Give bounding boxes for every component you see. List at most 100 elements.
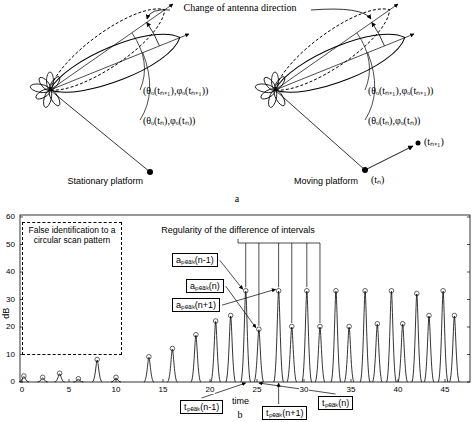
tick-label: 15 [158,385,169,394]
peak-marker [334,288,339,293]
peak [73,379,83,382]
leader-lines [202,239,336,404]
peak [167,349,177,382]
peak [398,324,408,382]
peak [55,374,65,382]
peak [302,291,312,382]
box-text: tₚₑₐₖ(n+1) [266,408,303,418]
leader-line [202,383,246,398]
tick [304,379,305,382]
box-text: tₚₑₐₖ(n) [322,398,349,408]
tick [467,299,470,300]
peak-marker [289,324,294,329]
tick-label: 0 [19,385,25,394]
peak [254,330,264,382]
peak-marker [114,375,119,380]
bracket-line [246,243,320,244]
peak-plot [19,217,470,382]
peak [287,327,297,382]
peak-marker [400,321,405,326]
peak-marker [427,313,432,318]
tick-label: 40 [5,267,16,276]
axis-title: dB [2,307,12,318]
box-text: aₚₑₐₖ(n-1) [176,255,214,265]
tick [467,272,470,273]
peak-amplitude-box: aₚₑₐₖ(n-1) [172,253,218,267]
tick [467,217,470,218]
box-text: tₚₑₐₖ(n-1) [184,402,219,412]
box-text: aₚₑₐₖ(n) [190,281,220,291]
time-label: (tₙ) [371,174,384,186]
tick-label: 30 [299,385,310,394]
angle-label: (θₒ(tₙ₊₁),φₒ(tₙ₊₁)) [368,85,433,97]
tick-label: 0 [10,377,16,386]
peak-marker [76,376,81,381]
angle-label: (θₒ(tₙ),φₒ(tₙ)) [368,115,420,127]
peak [274,291,284,382]
peak-marker [276,288,281,293]
peak [424,316,434,382]
peak [360,291,370,382]
tick [467,244,470,245]
tick [69,379,70,382]
axis-title: time [232,396,249,406]
peak [344,327,354,382]
peak-marker [305,288,310,293]
peak [438,291,448,382]
box-text: aₚₑₐₖ(n+1) [176,300,216,310]
tick [210,379,211,382]
peak [331,291,341,382]
tick-label: 50 [5,240,16,249]
peak-time-box: tₚₑₐₖ(n+1) [262,406,307,420]
tick-label: 35 [346,385,357,394]
tick-label: 30 [5,295,16,304]
leader-line [226,286,256,328]
time-label: (tₙ₊₁) [424,136,444,148]
peak [412,294,422,382]
tick [257,379,258,382]
annotation: Regularity of the difference of interval… [161,225,314,235]
peak [92,360,102,382]
peak-marker [318,324,323,329]
annotation: Change of antenna direction [183,2,296,14]
peak-marker [22,374,27,379]
peak [449,316,459,382]
leader-line [259,383,336,394]
peak-marker [363,288,368,293]
peak-marker [170,346,175,351]
change-arrow [147,10,170,19]
peak [144,357,154,382]
peak-marker [257,327,262,332]
peak [191,335,201,382]
tick [467,327,470,328]
peak-amplitude-box: aₚₑₐₖ(n+1) [172,298,220,312]
tick-label: 20 [5,322,16,331]
peak-marker [375,321,380,326]
tick-label: 20 [205,385,216,394]
peak-amplitude-box: aₚₑₐₖ(n) [186,279,224,293]
peak-marker [228,313,233,318]
bracket-line [258,243,259,326]
tick [445,379,446,382]
tick [467,382,470,383]
bracket-line [278,243,279,287]
peak-marker [441,288,446,293]
peak-time-box: tₚₑₐₖ(n) [318,396,353,410]
peak [241,291,251,382]
tick-label: 40 [393,385,404,394]
tick [20,217,23,218]
tick [467,354,470,355]
bracket-line [238,239,239,243]
panel-letter: a [235,193,239,205]
peak-marker [389,288,394,293]
peak-time-box: tₚₑₐₖ(n-1) [180,400,223,414]
peak [372,324,382,382]
tick [163,379,164,382]
peak [226,316,236,382]
peak-marker [347,324,352,329]
leader-line [222,289,276,305]
bracket-line [245,243,246,287]
box-text: False identification to a circular scan … [27,226,117,246]
